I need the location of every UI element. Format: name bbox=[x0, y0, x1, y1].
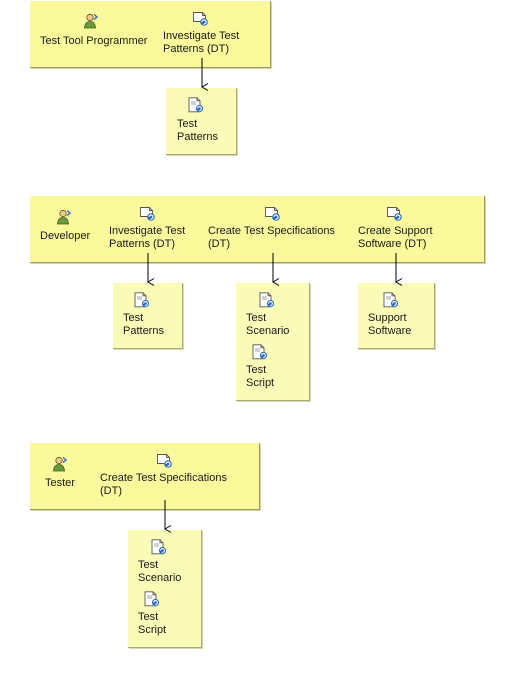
lane-test-tool-programmer bbox=[30, 1, 271, 68]
work-product-icon bbox=[258, 292, 276, 308]
task-icon bbox=[386, 206, 404, 222]
lane-tester bbox=[30, 443, 260, 510]
work-product-label: Test Patterns bbox=[177, 118, 218, 143]
task-label: Create Support Software (DT) bbox=[358, 225, 433, 250]
work-product-label: Support Software bbox=[368, 312, 412, 337]
work-product-label: Test Scenario bbox=[246, 312, 290, 337]
role-person-icon bbox=[51, 456, 69, 472]
task-investigate-test-patterns-dev[interactable]: Investigate Test Patterns (DT) bbox=[109, 206, 185, 251]
task-icon bbox=[192, 11, 210, 27]
work-product-icon bbox=[143, 591, 161, 607]
work-product-icon bbox=[382, 292, 400, 308]
role-developer[interactable]: Developer bbox=[40, 209, 90, 243]
work-product-label: Test Patterns bbox=[123, 312, 164, 337]
task-create-test-specifications-dev[interactable]: Create Test Specifications (DT) bbox=[208, 206, 335, 251]
work-product-icon bbox=[187, 97, 205, 113]
role-person-icon bbox=[82, 13, 100, 29]
work-product-test-script-tester[interactable]: Test Script bbox=[138, 591, 166, 637]
task-icon bbox=[156, 453, 174, 469]
task-create-test-specifications-tester[interactable]: Create Test Specifications (DT) bbox=[100, 453, 227, 498]
task-investigate-test-patterns[interactable]: Investigate Test Patterns (DT) bbox=[163, 11, 239, 56]
role-label: Developer bbox=[40, 230, 91, 242]
role-test-tool-programmer[interactable]: Test Tool Programmer bbox=[40, 13, 147, 48]
role-tester[interactable]: Tester bbox=[45, 456, 75, 490]
task-label: Create Test Specifications (DT) bbox=[100, 472, 227, 497]
output-box-test-patterns-dev bbox=[113, 283, 183, 349]
work-product-label: Test Script bbox=[138, 611, 167, 636]
lane-developer bbox=[30, 196, 485, 263]
work-product-icon bbox=[150, 539, 168, 555]
work-product-test-scenario-tester[interactable]: Test Scenario bbox=[138, 539, 181, 585]
work-product-label: Test Script bbox=[246, 364, 275, 389]
work-product-test-patterns-dev[interactable]: Test Patterns bbox=[123, 292, 164, 338]
output-box-support-software bbox=[358, 283, 435, 349]
output-box-test-patterns bbox=[166, 88, 237, 155]
task-label: Investigate Test Patterns (DT) bbox=[109, 225, 186, 250]
work-product-test-scenario-dev[interactable]: Test Scenario bbox=[246, 292, 289, 338]
work-product-test-patterns[interactable]: Test Patterns bbox=[177, 97, 218, 144]
task-create-support-software[interactable]: Create Support Software (DT) bbox=[358, 206, 433, 251]
work-product-support-software[interactable]: Support Software bbox=[368, 292, 411, 338]
work-product-label: Test Scenario bbox=[138, 559, 182, 584]
role-label: Test Tool Programmer bbox=[40, 35, 148, 47]
role-label: Tester bbox=[45, 477, 75, 489]
work-product-icon bbox=[251, 344, 269, 360]
task-label: Investigate Test Patterns (DT) bbox=[163, 30, 240, 55]
task-icon bbox=[139, 206, 157, 222]
work-product-icon bbox=[133, 292, 151, 308]
task-icon bbox=[264, 206, 282, 222]
role-person-icon bbox=[55, 209, 73, 225]
task-label: Create Test Specifications (DT) bbox=[208, 225, 335, 250]
work-product-test-script-dev[interactable]: Test Script bbox=[246, 344, 274, 390]
